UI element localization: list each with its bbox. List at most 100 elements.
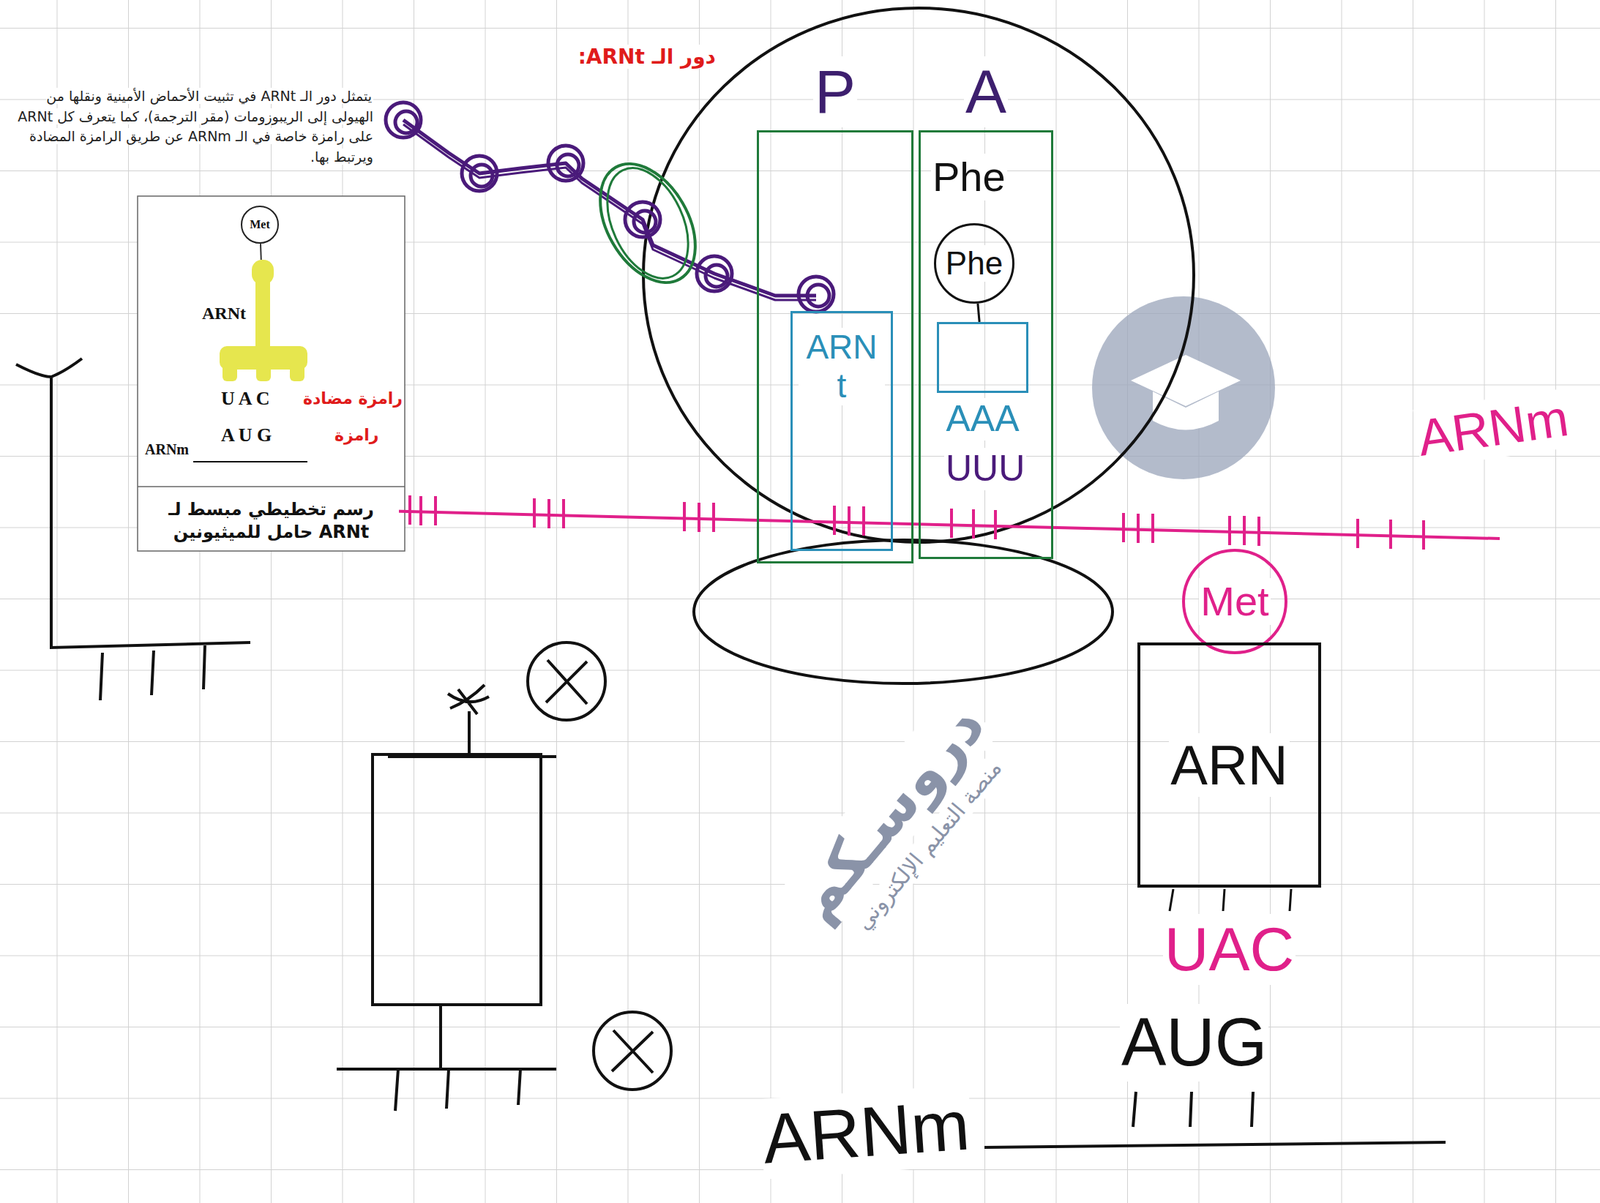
trna-label: ARN t — [798, 327, 885, 406]
anticodon: AAA — [944, 398, 1021, 441]
text-holder: P — [759, 56, 912, 128]
label-holder: ARNm — [758, 1084, 974, 1180]
label-holder: UUU — [944, 447, 1027, 491]
anticodon-ticks — [1169, 889, 1292, 912]
highlight-ellipse — [580, 147, 715, 299]
section-title: دور الـ ARNt: — [576, 44, 718, 69]
amino-acid-bead — [556, 154, 579, 177]
amino-acid-bead — [798, 276, 834, 312]
mrna-strand — [193, 461, 308, 463]
trna-sketch — [387, 755, 557, 759]
cross-mark — [611, 1030, 653, 1074]
amino-acid-bead — [705, 264, 728, 287]
amino-acid-name: Phe — [944, 245, 1005, 283]
anticodon-ticks — [100, 645, 205, 701]
amino-acid-bead — [470, 164, 493, 187]
figure-caption: رسم تخطيطي مبسط لـ ARNt حامل للميثيونين — [143, 498, 399, 544]
text-holder: Met — [242, 207, 278, 243]
watermark-logo — [1092, 296, 1276, 480]
text-holder: ARN — [1140, 645, 1319, 885]
p-site-box: PARN t — [756, 130, 914, 564]
amino-acid-name: Met — [1198, 578, 1270, 626]
anticodon: UAC — [1163, 914, 1296, 986]
trna-label: ARNt — [200, 303, 248, 325]
amino-acid-bead — [385, 102, 421, 138]
codon-ticks — [1133, 1092, 1254, 1128]
connector-line — [977, 303, 980, 323]
trna-box: ARN t — [790, 311, 893, 552]
label-holder: دور الـ ARNt: — [563, 45, 718, 69]
peptide-chain — [403, 124, 817, 301]
mrna-label: ARNm — [143, 441, 191, 459]
label-holder: ARNm — [1412, 388, 1573, 469]
amino-acid-name: Phe — [931, 153, 1008, 201]
crossed-circle — [527, 642, 606, 721]
anticodon: U A C — [219, 387, 271, 410]
trna-body — [222, 362, 238, 382]
amino-acid-circle: Phe — [933, 223, 1015, 304]
amino-acid-circle: Met — [1182, 548, 1288, 655]
label-holder: دروسـكم — [779, 690, 999, 934]
watermark-cap — [1130, 354, 1241, 407]
trna-body — [289, 362, 305, 382]
watermark: دروسـكم — [779, 690, 999, 934]
amino-acid-bead — [548, 145, 584, 181]
trna-sketch — [16, 358, 82, 377]
codon-ticks — [409, 495, 1424, 550]
trna-sketch — [372, 754, 541, 1005]
anticodon-caption: رامزة مضادة — [301, 389, 405, 408]
crossed-circle — [593, 1012, 672, 1090]
site-letter: A — [963, 56, 1008, 128]
label-holder: رامزة — [333, 425, 381, 445]
text-holder: ARNt — [200, 303, 248, 325]
text-holder: Phe — [936, 225, 1013, 302]
label-holder: AUG — [1119, 1004, 1269, 1082]
label-holder: A U G — [219, 424, 274, 447]
label-holder: Phe — [931, 153, 1008, 201]
label-holder: رامزة مضادة — [301, 389, 405, 408]
text-holder: رسم تخطيطي مبسط لـ ARNt حامل للميثيونين — [143, 498, 399, 544]
a-site-box: APheAAA — [918, 130, 1054, 560]
text-holder: ARN t — [798, 327, 885, 406]
site-letter: P — [813, 56, 858, 128]
amino-acid-bead — [625, 202, 661, 238]
mrna-strand — [346, 510, 1500, 539]
codon-caption: رامزة — [333, 425, 381, 445]
label-holder: U A C — [219, 387, 271, 410]
anticodon-ticks — [336, 1004, 557, 1112]
cross-mark — [546, 660, 588, 705]
text-holder: A — [920, 56, 1052, 128]
caption-separator — [137, 486, 405, 488]
label-holder: يتمثل دور الـ ARNt في تثبيت الأحماض الأم… — [7, 86, 374, 167]
inset-panel: رسم تخطيطي مبسط لـ ARNt حامل للميثيونين M… — [137, 196, 405, 552]
inset-panel-ground — [137, 196, 405, 552]
mrna-label: ARNm — [758, 1084, 974, 1180]
trna-label: ARN — [1168, 733, 1289, 798]
text-holder: Met — [1184, 551, 1285, 652]
connector-line — [259, 243, 263, 260]
watermark: منصة التعليم الإلكتروني — [849, 754, 1008, 937]
acceptor-end — [447, 685, 489, 757]
codon: A U G — [219, 424, 274, 447]
trna-box: AAA — [936, 322, 1029, 394]
mrna-label: ARNm — [1412, 388, 1573, 469]
text-holder: AAA — [930, 398, 1035, 441]
label-holder: منصة التعليم الإلكتروني — [849, 754, 1008, 937]
label-holder: ARNm — [143, 441, 191, 459]
amino-acid-name: Met — [248, 218, 272, 232]
trna-body — [255, 277, 271, 354]
trna-body — [256, 362, 271, 382]
highlight-ellipse — [591, 155, 705, 292]
text-holder: UAC — [1140, 914, 1319, 986]
amino-acid-bead — [633, 210, 656, 233]
amino-acid-circle: Met — [240, 205, 279, 244]
amino-acid-bead — [461, 155, 497, 192]
peptide-chain — [403, 120, 817, 296]
codon: AUG — [1119, 1004, 1269, 1082]
amino-acid-bead — [696, 256, 732, 292]
codon: UUU — [944, 447, 1027, 491]
